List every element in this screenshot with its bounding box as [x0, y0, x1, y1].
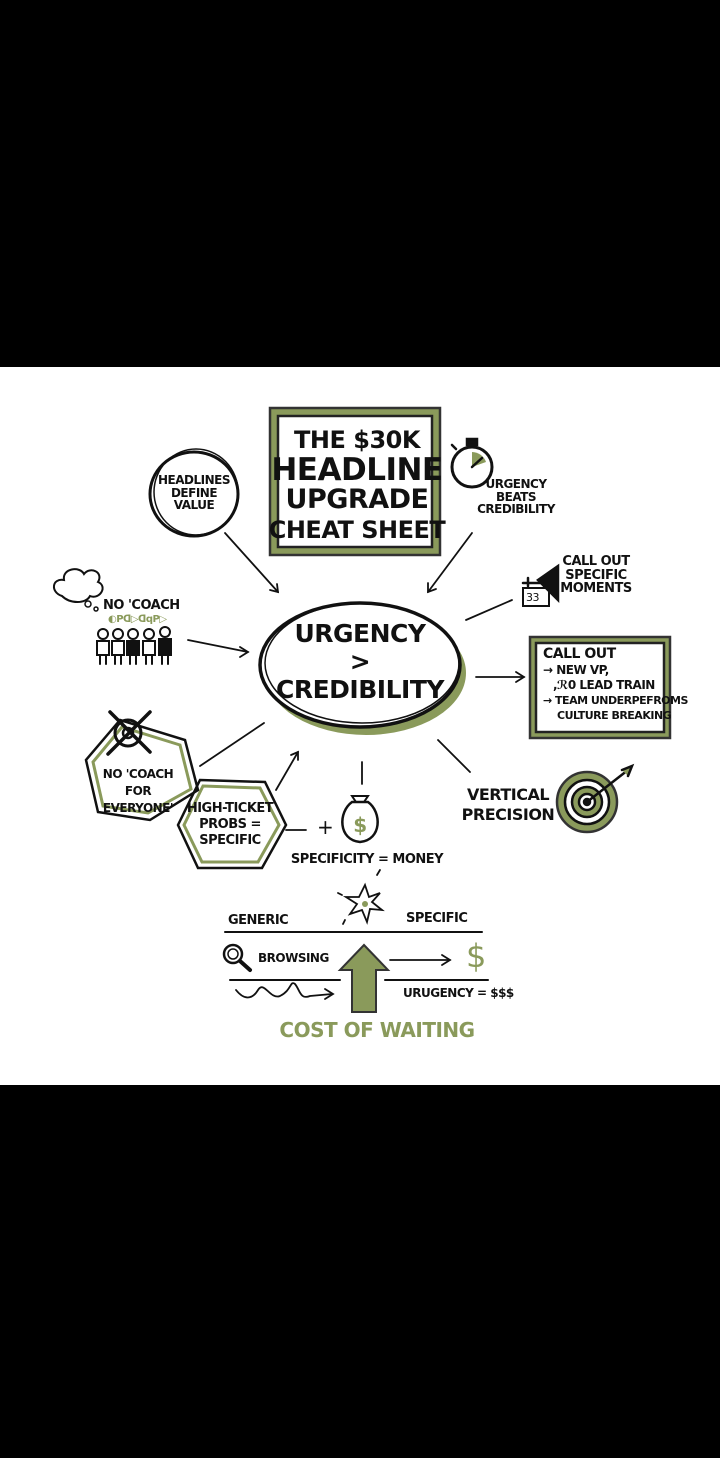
bubble-line: DEFINE	[170, 485, 218, 500]
money-bag-icon	[341, 795, 379, 844]
label-line: MOMENTS	[560, 581, 632, 597]
no-coach-hexagon	[84, 718, 200, 822]
label-line: PRECISION	[461, 805, 555, 824]
call-out-box-frame	[528, 635, 672, 740]
label-line: BEATS	[495, 489, 537, 504]
plus-sign: +	[317, 815, 334, 839]
label-line: CREDIBILITY	[477, 502, 555, 517]
specific-label: SPECIFIC	[406, 911, 468, 926]
no-coach-everyone-label: NO 'COACH FOR EVERYONE'	[102, 766, 174, 817]
label-line: EVERYONE'	[102, 801, 174, 815]
label-line: FOR	[124, 784, 152, 798]
magnifier-icon	[222, 943, 252, 972]
call-out-item: CULTURE BREAKING	[557, 709, 672, 722]
call-out-moments-label: CALL OUT SPECIFIC MOMENTS	[560, 554, 632, 597]
label-line: PROBS =	[199, 817, 261, 832]
money-bag-dollar: $	[353, 813, 367, 837]
specificity-money-label: SPECIFICITY = MONEY	[290, 852, 444, 867]
browsing-label: BROWSING	[258, 951, 329, 965]
up-arrow-icon	[337, 943, 391, 1013]
call-out-title: CALL OUT	[543, 646, 616, 662]
title-box-frame	[268, 406, 442, 557]
center-ellipse	[258, 601, 466, 735]
crossed-gear-icon	[106, 710, 152, 756]
label-line: SPECIFIC	[565, 567, 627, 583]
connector-arrows	[187, 532, 526, 831]
title-box: THE $30K HEADLINE UPGRADE CHEAT SHEET	[269, 425, 446, 545]
target-icon	[555, 763, 635, 834]
starburst-icon	[337, 869, 385, 925]
bubble-line: VALUE	[173, 498, 215, 513]
high-ticket-label: HIGH-TICKET PROBS = SPECIFIC	[186, 801, 274, 849]
title-line: HEADLINE	[271, 452, 443, 488]
wavy-arrow	[235, 982, 333, 999]
label-line: VERTICAL	[466, 785, 550, 804]
calendar-number: 33	[526, 591, 540, 604]
call-out-box: CALL OUT → NEW VP, ,ℛ0 LEAD TRAIN → TEAM…	[543, 646, 688, 723]
headlines-bubble: HEADLINES DEFINE VALUE	[158, 474, 230, 512]
bubble-line: HEADLINES	[158, 473, 230, 487]
title-line: UPGRADE	[285, 484, 429, 515]
no-coach-glyphs: ◐Pᗡ▷ᗡqP▷	[108, 614, 167, 625]
urgency-beats-label: URGENCY BEATS CREDIBILITY	[477, 478, 555, 516]
no-coach-label: NO 'COACH	[103, 598, 180, 613]
vertical-precision-label: VERTICAL PRECISION	[462, 785, 555, 825]
call-out-item: → TEAM UNDERPEFROMS	[543, 694, 688, 707]
urgency-equation-label: URUGENCY = $$$	[403, 986, 514, 1000]
center-line: >	[349, 647, 371, 676]
title-line: CHEAT SHEET	[268, 516, 446, 544]
people-group-icon	[96, 626, 172, 665]
calendar-megaphone-icon	[521, 563, 560, 607]
dollar-sign: $	[466, 937, 486, 975]
label-line: CALL OUT	[562, 554, 630, 569]
thought-cloud-icon	[53, 568, 104, 603]
label-line: HIGH-TICKET	[186, 801, 274, 816]
title-line: THE $30K	[294, 426, 420, 454]
label-line: NO 'COACH	[102, 767, 174, 781]
call-out-item: → NEW VP,	[543, 663, 609, 677]
label-line: URGENCY	[485, 477, 547, 491]
center-label: URGENCY > CREDIBILITY	[276, 620, 444, 704]
generic-label: GENERIC	[228, 913, 289, 928]
center-line: CREDIBILITY	[276, 675, 444, 704]
label-line: SPECIFIC	[199, 833, 261, 848]
stopwatch-icon	[450, 437, 494, 489]
center-line: URGENCY	[294, 619, 426, 648]
cost-of-waiting-label: COST OF WAITING	[279, 1018, 475, 1042]
call-out-item: ,ℛ0 LEAD TRAIN	[553, 678, 655, 692]
high-ticket-hexagon	[176, 778, 288, 870]
